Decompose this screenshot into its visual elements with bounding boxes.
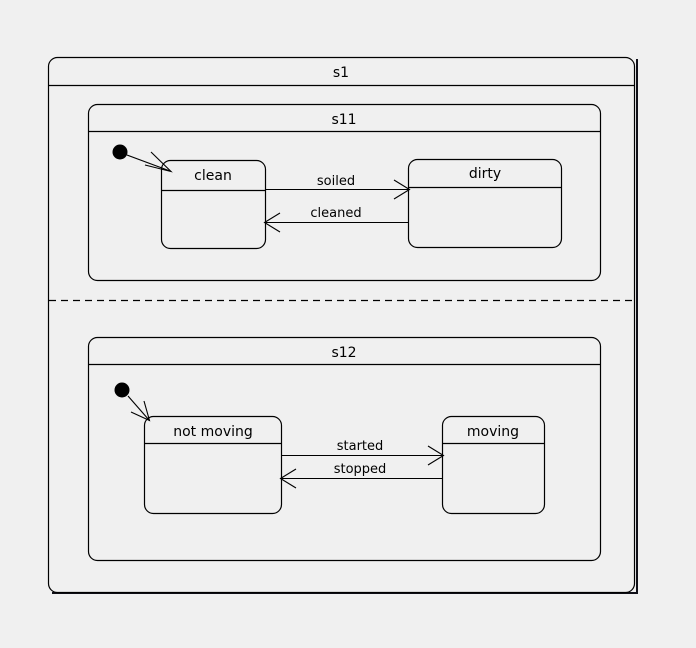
transition-started-label: started: [337, 439, 384, 454]
initial-state-icon[interactable]: [114, 382, 130, 398]
initial-transition-line: [127, 395, 150, 421]
region-s12-label: s12: [331, 345, 356, 361]
transition-cleaned-arrowhead: [263, 212, 281, 233]
composite-state-s1[interactable]: [47, 56, 636, 594]
initial-transition-arrowhead: [130, 400, 151, 422]
transition-soiled-label: soiled: [317, 174, 355, 189]
region-s12: s12 not moving moving started stopped: [87, 336, 602, 562]
initial-state-icon[interactable]: [112, 144, 128, 160]
region-s12-box[interactable]: [87, 336, 602, 562]
composite-state-s1-label: s1: [333, 65, 349, 81]
state-moving[interactable]: [441, 415, 546, 515]
state-dirty-label: dirty: [469, 166, 501, 182]
transition-stopped-label: stopped: [334, 462, 387, 477]
state-clean-label: clean: [194, 168, 232, 184]
state-not-moving-label: not moving: [173, 424, 253, 440]
state-moving-label: moving: [467, 424, 519, 440]
s1-shadow: [52, 59, 638, 594]
transition-soiled-arrowhead: [393, 179, 411, 200]
state-not-moving[interactable]: [143, 415, 283, 515]
region-s11-label: s11: [331, 112, 356, 128]
state-clean[interactable]: [160, 159, 267, 250]
region-s11: s11 clean dirty soiled cleaned: [87, 103, 602, 282]
transition-started-arrowhead: [427, 445, 445, 466]
transition-stopped-arrowhead: [279, 468, 297, 489]
initial-transition-arrowhead: [144, 151, 173, 173]
region-s11-box[interactable]: [87, 103, 602, 282]
transition-cleaned-label: cleaned: [310, 206, 361, 221]
initial-transition-line: [126, 154, 171, 172]
state-dirty[interactable]: [407, 158, 563, 249]
